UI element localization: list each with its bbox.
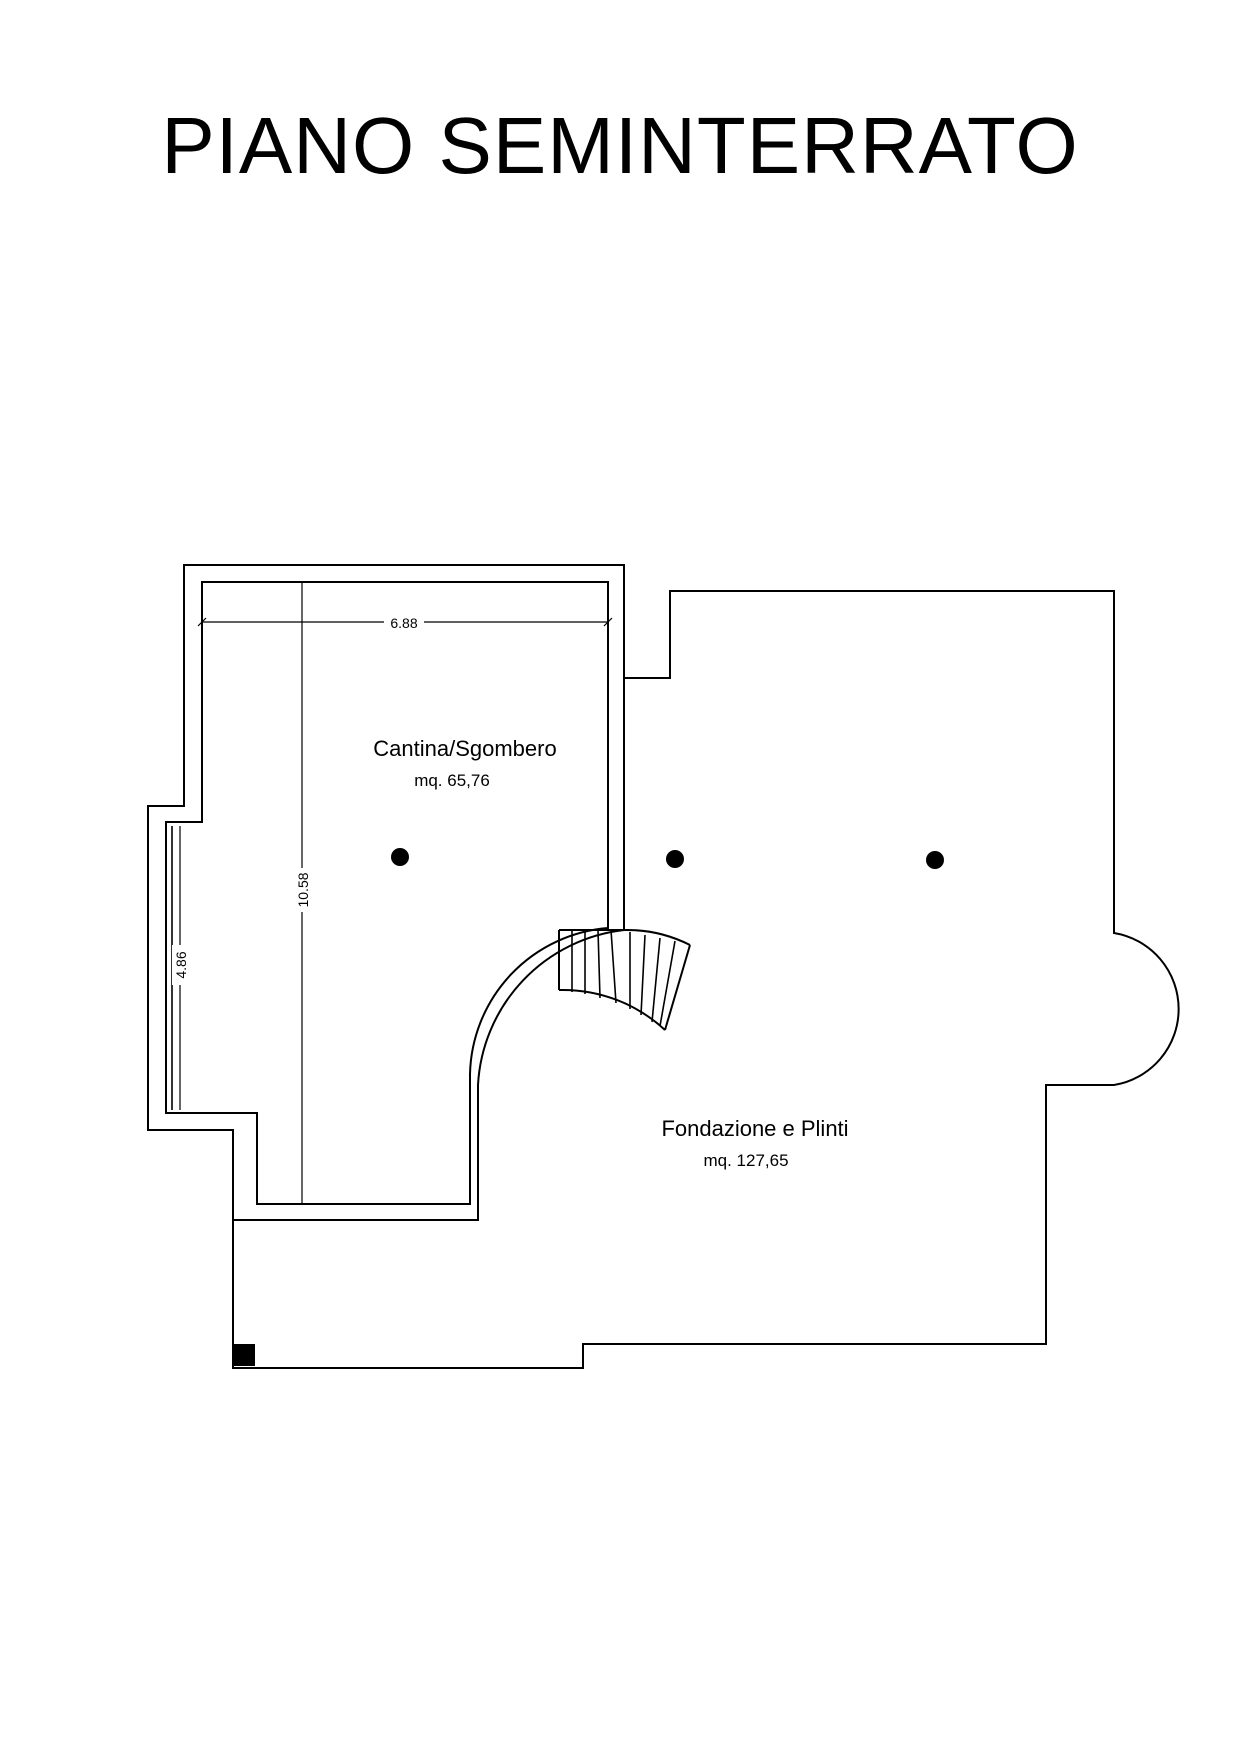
cellar-inner-wall xyxy=(165,581,609,1205)
page-title: PIANO SEMINTERRATO xyxy=(161,101,1079,190)
spiral-staircase xyxy=(558,928,691,1031)
column-marker xyxy=(391,848,409,866)
room-area-fondazione: mq. 127,65 xyxy=(703,1151,788,1170)
room-name-cantina: Cantina/Sgombero xyxy=(373,736,556,761)
dimension-height-main-label: 10.58 xyxy=(295,872,311,907)
dimension-height-main: 10.58 xyxy=(292,582,312,1204)
corner-pillar xyxy=(233,1344,255,1366)
dimension-width-label: 6.88 xyxy=(390,615,417,631)
room-area-cantina: mq. 65,76 xyxy=(414,771,490,790)
dimension-height-side: 4.86 xyxy=(172,826,190,1110)
column-marker xyxy=(666,850,684,868)
outer-wall xyxy=(147,564,1180,1369)
dimension-height-side-label: 4.86 xyxy=(173,951,189,978)
column-marker xyxy=(926,851,944,869)
room-name-fondazione: Fondazione e Plinti xyxy=(661,1116,848,1141)
dimension-width: 6.88 xyxy=(197,613,613,631)
